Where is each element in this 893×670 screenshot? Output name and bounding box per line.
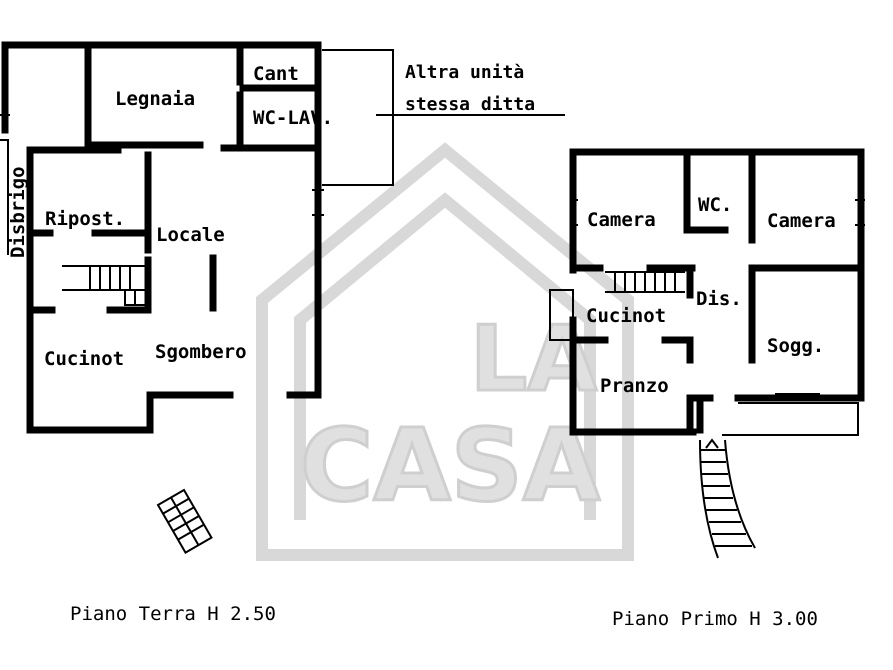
room-label-camera-right: Camera	[767, 210, 836, 232]
caption-ground-floor: Piano Terra H 2.50	[70, 603, 276, 625]
outdoor-stair-first	[699, 438, 756, 559]
ground-floor-stairs	[62, 265, 145, 306]
room-label-cant: Cant	[253, 63, 299, 85]
ground-floor-plan	[0, 41, 565, 434]
room-label-disbrigo: Disbrigo	[7, 166, 29, 258]
room-label-wc-first: WC.	[698, 194, 732, 216]
first-floor-plan	[549, 148, 865, 559]
room-label-legnaia: Legnaia	[115, 88, 195, 110]
room-label-cucinot-first: Cucinot	[586, 305, 666, 327]
room-label-ripost: Ripost.	[45, 208, 125, 230]
caption-first-floor: Piano Primo H 3.00	[612, 608, 818, 630]
outdoor-stair-ground	[156, 488, 213, 554]
watermark-logo: LA CASA	[256, 142, 634, 561]
note-other-unit-line2: stessa ditta	[405, 94, 535, 115]
watermark-text-la: LA	[470, 307, 597, 412]
room-label-wc-lav: WC-LAV.	[253, 107, 333, 129]
room-label-cucinot-ground: Cucinot	[44, 348, 124, 370]
watermark-text-casa: CASA	[300, 407, 600, 524]
room-label-locale: Locale	[156, 224, 225, 246]
room-label-dis: Dis.	[696, 288, 742, 310]
room-label-sogg: Sogg.	[767, 335, 824, 357]
room-label-pranzo: Pranzo	[600, 375, 669, 397]
first-floor-stairs	[605, 271, 685, 293]
note-other-unit-line1: Altra unità	[405, 62, 524, 83]
room-label-camera-left: Camera	[587, 209, 656, 231]
room-label-sgombero: Sgombero	[155, 341, 247, 363]
